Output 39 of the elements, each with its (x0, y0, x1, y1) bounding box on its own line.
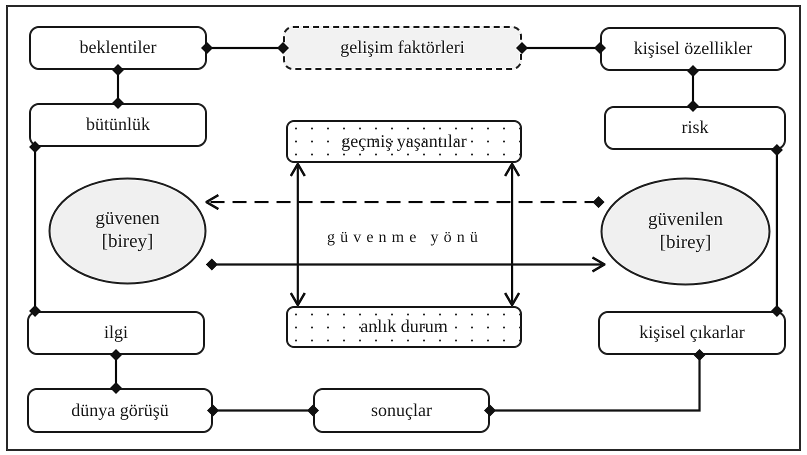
node-label: ilgi (102, 322, 129, 344)
process-box (27, 388, 213, 433)
node-label: risk (680, 117, 710, 139)
process-box (29, 26, 207, 70)
ellipse-node (600, 177, 771, 286)
connector (484, 349, 706, 416)
arrow (290, 162, 306, 306)
arrow (205, 194, 605, 210)
process-box (29, 103, 207, 147)
node-label: dünya görüşü (70, 400, 170, 422)
ellipse-node (48, 177, 207, 285)
node-label: kişisel özellikler (632, 38, 754, 60)
dotted-box (286, 306, 522, 348)
process-box (313, 388, 490, 433)
connector (112, 64, 124, 109)
dotted-box (286, 120, 522, 163)
connector (687, 65, 699, 112)
connector (29, 141, 42, 317)
process-box (27, 311, 205, 355)
arrow (206, 256, 606, 273)
node-label: bütünlük (84, 114, 151, 136)
node-label: beklentiler (78, 37, 158, 59)
process-box (598, 311, 786, 355)
node-label: anlık durum (359, 316, 449, 338)
connector (110, 349, 122, 394)
arrow (504, 162, 520, 306)
connector (516, 42, 606, 54)
node-label: gelişim faktörleri (339, 37, 466, 59)
process-box (600, 27, 786, 71)
connector (770, 144, 783, 317)
connector (201, 42, 289, 54)
dashed-box (283, 26, 522, 70)
node-label: geçmiş yaşantılar (340, 130, 468, 152)
node-label: güvenilen [birey] (647, 208, 724, 254)
node-label: kişisel çıkarlar (638, 322, 746, 344)
process-box (604, 106, 786, 150)
connector (207, 404, 319, 416)
node-label: sonuçlar (370, 400, 433, 422)
node-label: güvenen [birey] (94, 208, 161, 254)
